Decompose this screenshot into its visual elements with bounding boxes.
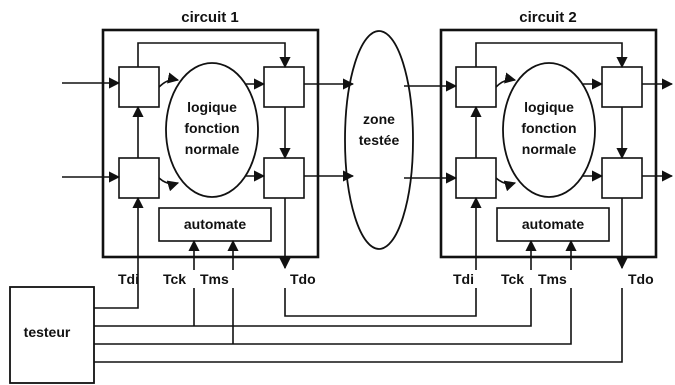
circuit-1 [62, 28, 355, 270]
circuit-2-input-cell-bottom [455, 157, 497, 199]
circuit-2-pin-tms: Tms [538, 271, 567, 287]
circuit-2-pin-tdo: Tdo [628, 271, 654, 287]
circuit-2-pin-tdi: Tdi [453, 271, 474, 287]
circuit-1-input-cell-bottom [118, 157, 160, 199]
circuit-2-logic-line-3: normale [522, 141, 577, 157]
circuit-1-logic-line-3: normale [185, 141, 240, 157]
circuit-1-controller-box [158, 207, 272, 242]
circuit-1-logic-ellipse [165, 62, 259, 198]
circuit-2-controller-label: automate [522, 216, 584, 232]
circuit-2-logic-ellipse [502, 62, 596, 198]
tested-zone-line-2: testée [359, 132, 400, 148]
test-bus-wiring [94, 270, 623, 363]
circuit-2-output-cell-bottom [601, 157, 643, 199]
tester-box [9, 286, 95, 384]
circuit-2-logic-line-2: fonction [521, 120, 576, 136]
circuit-1-logic-line-2: fonction [184, 120, 239, 136]
tested-zone-ellipse [344, 30, 414, 250]
tester-label: testeur [24, 324, 71, 340]
circuit-2-output-cell-top [601, 66, 643, 108]
circuit-2-title: circuit 2 [519, 9, 577, 26]
circuit-1-pin-tdo: Tdo [290, 271, 316, 287]
circuit-1-input-cell-top [118, 66, 160, 108]
circuit-2-frame [439, 28, 658, 259]
circuit-1-pin-tck: Tck [163, 271, 186, 287]
circuit-1-logic-line-1: logique [187, 99, 237, 115]
circuit-2-controller-box [496, 207, 610, 242]
circuit-1-frame [101, 28, 320, 259]
circuit-1-pin-tdi: Tdi [118, 271, 139, 287]
circuit-1-controller-label: automate [184, 216, 246, 232]
circuit-1-output-cell-bottom [263, 157, 305, 199]
circuit-2-pin-tck: Tck [501, 271, 524, 287]
circuit-2 [439, 28, 674, 270]
tested-zone-line-1: zone [363, 111, 395, 127]
circuit-1-output-cell-top [263, 66, 305, 108]
circuit-1-pin-tms: Tms [200, 271, 229, 287]
circuit-1-title: circuit 1 [181, 9, 239, 26]
circuit-2-logic-line-1: logique [524, 99, 574, 115]
circuit-2-input-cell-top [455, 66, 497, 108]
